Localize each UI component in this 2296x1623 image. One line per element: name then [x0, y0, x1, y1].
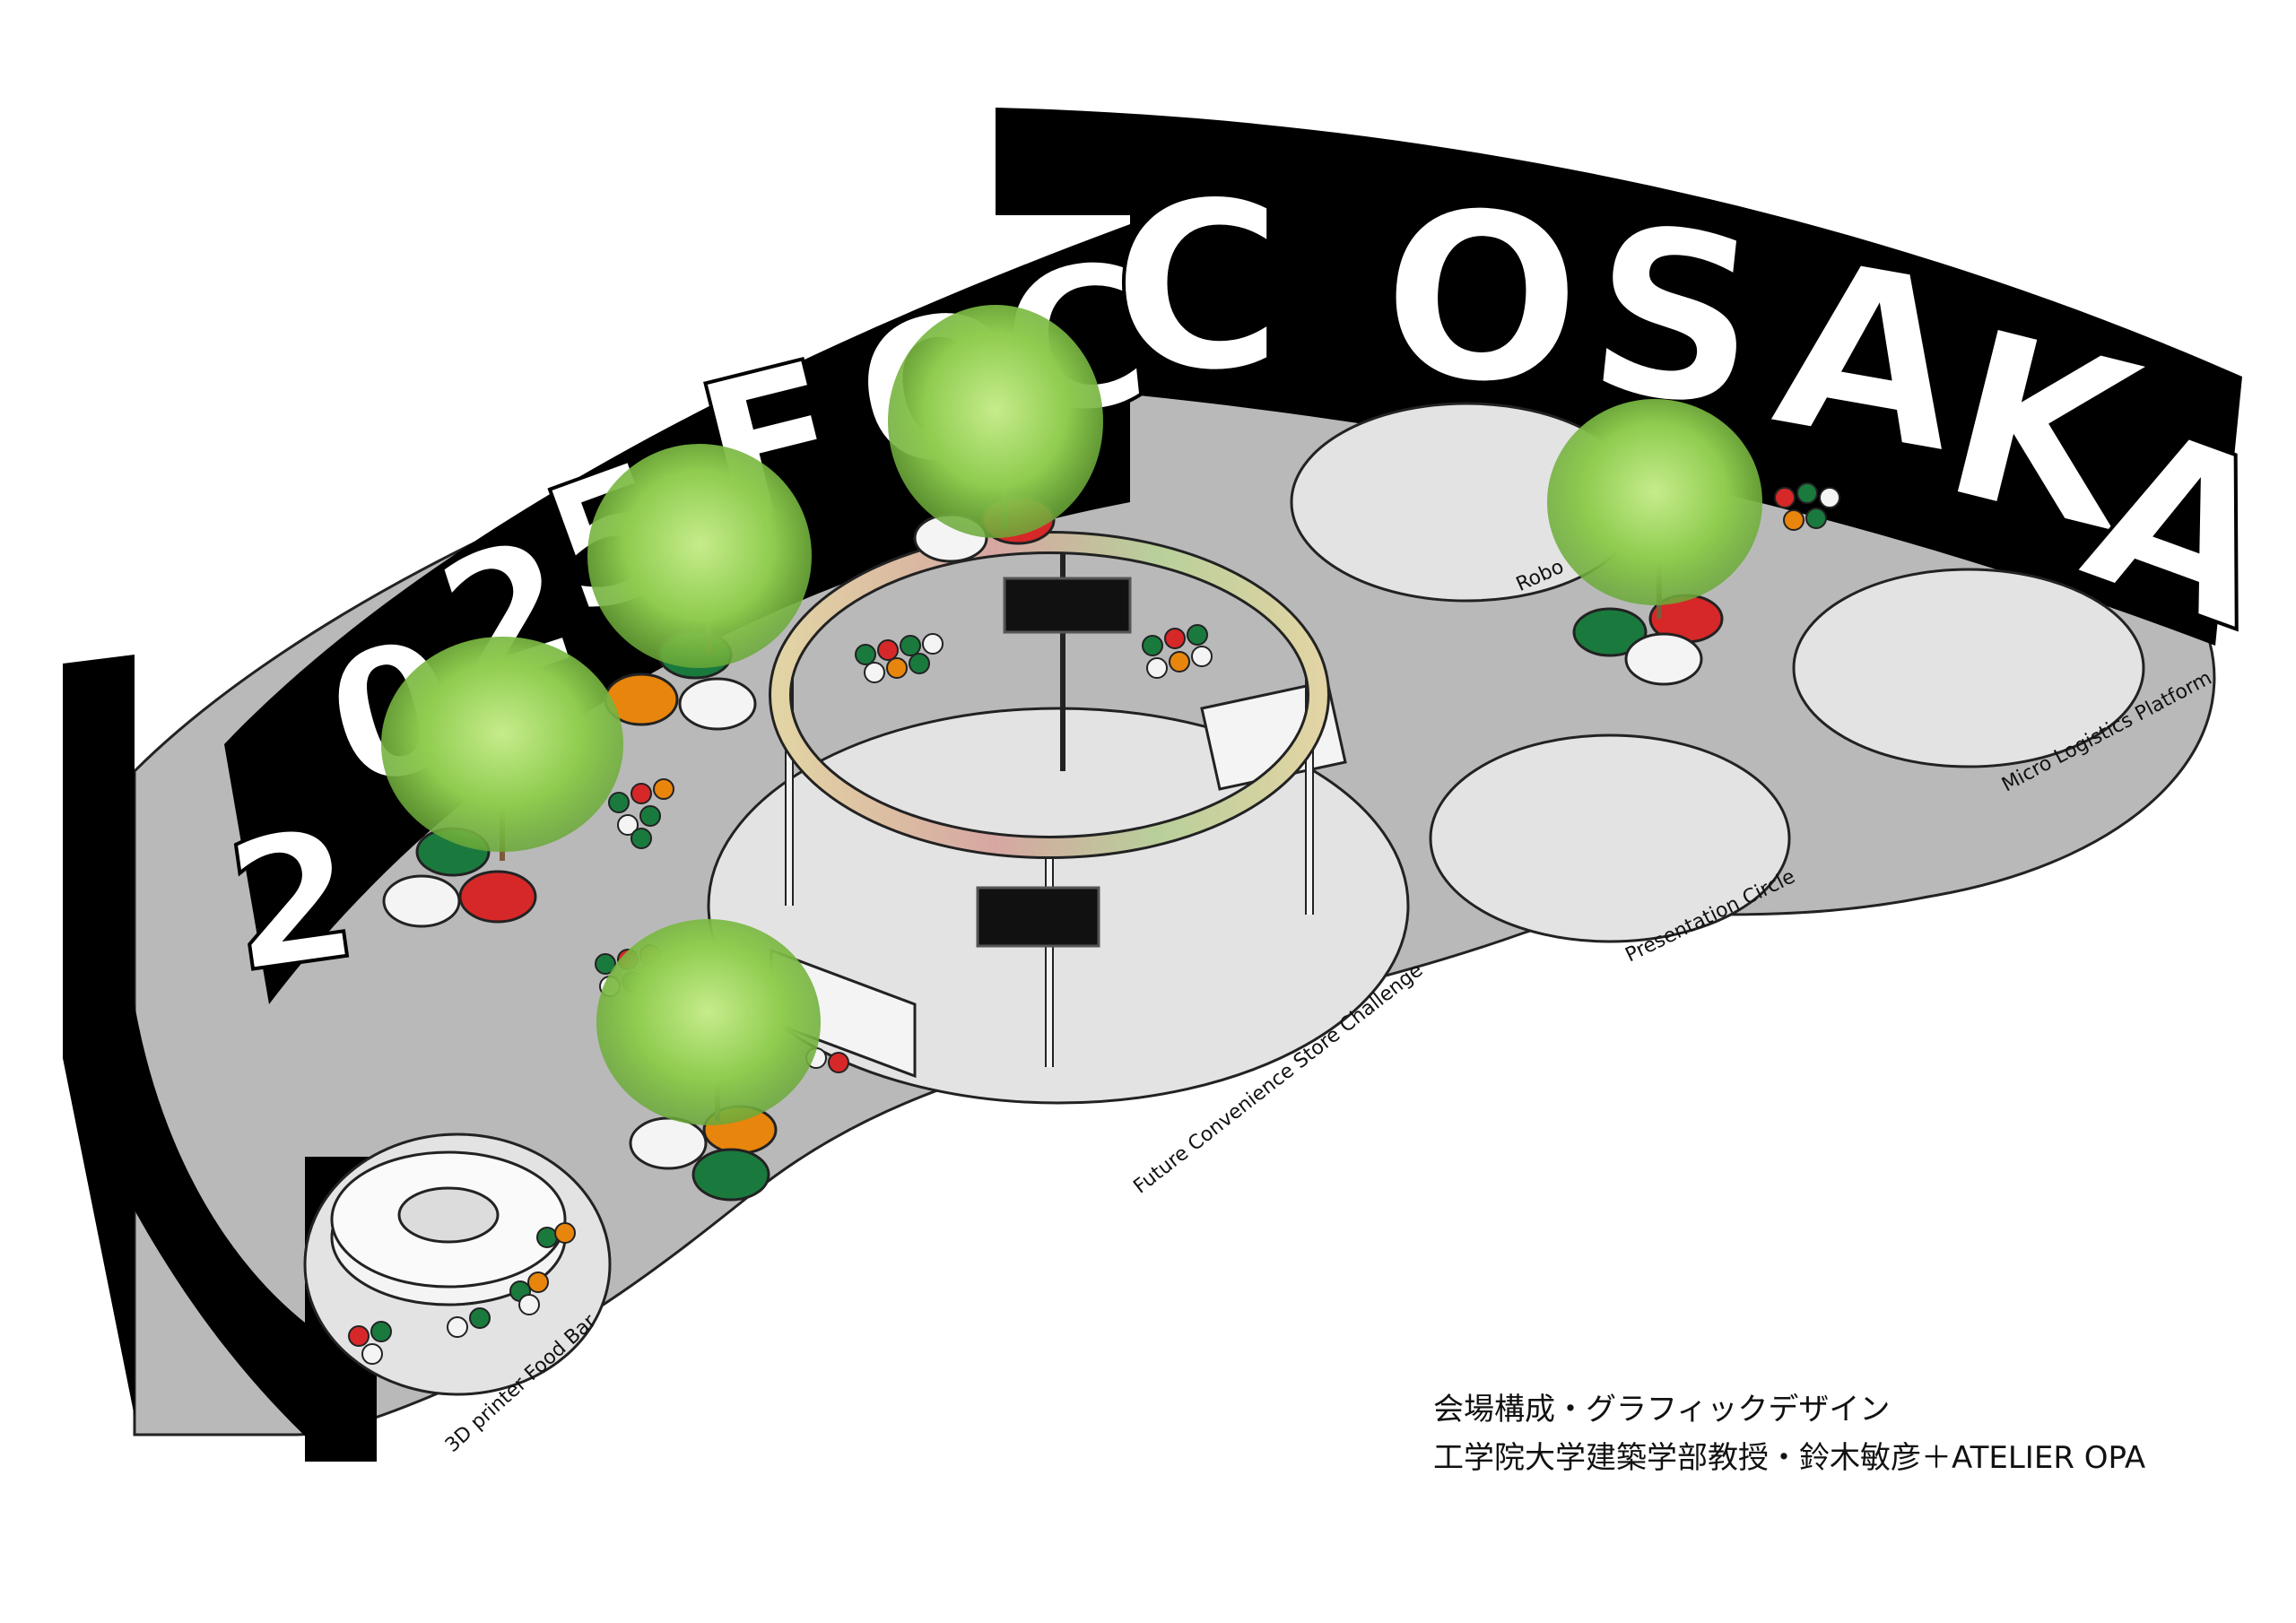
tree — [587, 444, 812, 668]
zone-disc-presentation — [1429, 733, 1791, 943]
banner-wall-bottom — [63, 1004, 323, 1453]
food-bar-counter — [330, 1150, 567, 1306]
banner-letter: O — [1376, 159, 1588, 439]
display-screen-top — [1003, 577, 1132, 634]
tree — [888, 305, 1103, 538]
tree — [596, 919, 821, 1125]
stool — [382, 874, 461, 928]
trees — [381, 305, 1762, 1125]
central-ring-structure — [769, 531, 1330, 1067]
stool — [678, 677, 757, 731]
tree — [381, 637, 623, 861]
zone-disc-micro-logistics — [1792, 568, 2145, 768]
stool — [629, 1116, 708, 1170]
banner-wall-back-band — [996, 108, 2242, 646]
chair-cluster — [348, 1222, 576, 1365]
round-stools — [382, 495, 1724, 1202]
stool — [1572, 607, 1648, 657]
design-credits: 会場構成・グラフィックデザイン 工学院大学建築学部教授・鈴木敏彦＋ATELIER… — [1433, 1385, 2276, 1482]
stool — [1624, 632, 1703, 686]
banner-letter: 2 — [216, 789, 369, 1013]
stool — [458, 870, 537, 924]
credits-line-1: 会場構成・グラフィックデザイン — [1433, 1392, 1891, 1428]
stool — [691, 1148, 770, 1202]
chair-cluster — [855, 633, 944, 683]
tree — [1547, 399, 1762, 619]
banner-letter: C — [1112, 152, 1283, 423]
chair-cluster — [1142, 624, 1213, 679]
credits-line-2: 工学院大学建築学部教授・鈴木敏彦＋ATELIER OPA — [1433, 1440, 2146, 1476]
display-screen-bottom — [976, 886, 1100, 948]
chair-cluster — [608, 778, 674, 849]
chair-cluster — [1774, 482, 1840, 531]
